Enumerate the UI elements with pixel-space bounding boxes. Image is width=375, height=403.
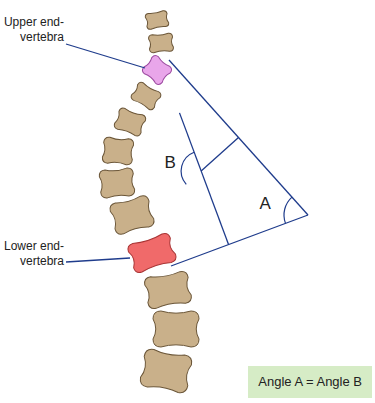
part-label: Lower end-vertebra — [0, 239, 64, 269]
perpendicular-line — [201, 138, 238, 171]
leader-line — [66, 44, 145, 68]
vertebra — [126, 232, 177, 274]
vertebra — [99, 168, 135, 199]
angle-arc — [181, 152, 194, 184]
part-label: Upper end-vertebra — [0, 15, 64, 45]
vertebra — [139, 348, 193, 394]
vertebra — [144, 270, 193, 309]
vertebra — [130, 81, 163, 111]
note-box: Angle A = Angle B — [248, 366, 372, 398]
vertebra — [145, 10, 169, 30]
vertebra — [102, 137, 134, 166]
perpendicular-line — [180, 113, 229, 245]
upper-endplate-line — [169, 60, 308, 215]
vertebra — [141, 54, 174, 86]
angle-arc — [284, 197, 292, 223]
vertebrae — [99, 10, 199, 394]
vertebra — [148, 33, 173, 53]
angle-letter: B — [164, 154, 175, 172]
angle-letter: A — [260, 195, 271, 213]
vertebra — [113, 107, 147, 137]
leader-line — [66, 258, 130, 262]
note-text: Angle A = Angle B — [258, 374, 362, 389]
lower-endplate-line — [171, 215, 308, 266]
vertebra — [153, 311, 199, 347]
vertebra — [109, 194, 156, 235]
